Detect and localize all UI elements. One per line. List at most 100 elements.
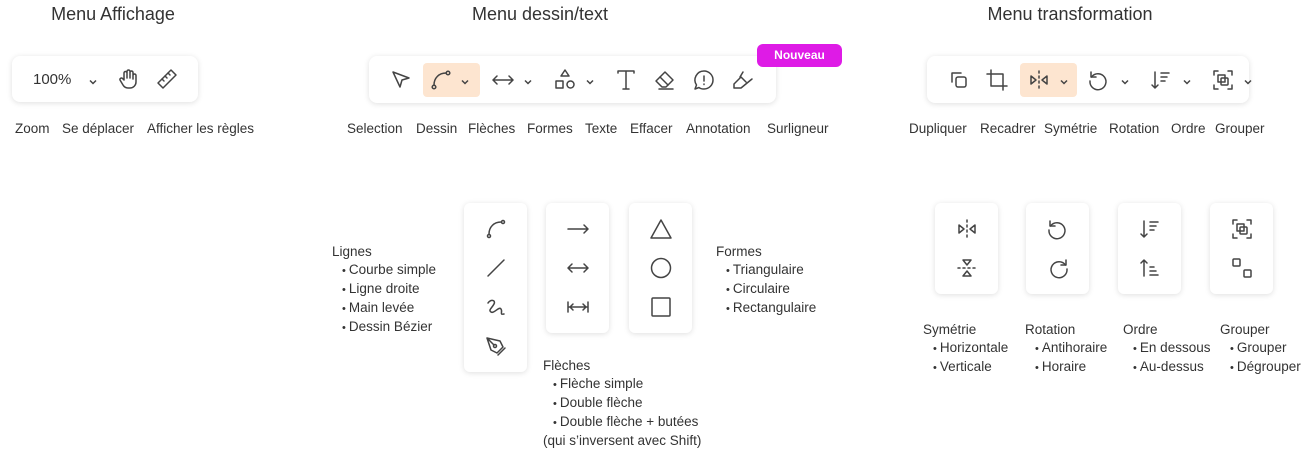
arrows-note: (qui s’inversent avec Shift) <box>543 433 702 448</box>
shapes-icon[interactable] <box>553 68 577 92</box>
shapes-list: Formes Triangulaire Circulaire Rectangul… <box>716 243 816 318</box>
list-item: Double flèche + butées <box>543 413 701 432</box>
symmetry-horizontal-icon[interactable] <box>955 217 979 241</box>
list-item: En dessous <box>1123 339 1211 358</box>
symmetry-vertical-icon[interactable] <box>955 256 979 280</box>
label-draw: Dessin <box>416 121 458 136</box>
ungroup-icon[interactable] <box>1230 256 1254 280</box>
list-item: Flèche simple <box>543 375 701 394</box>
list-item: Horizontale <box>923 339 1008 358</box>
draw-toolbar <box>369 56 776 103</box>
arrows-submenu <box>546 203 609 333</box>
label-annotation: Annotation <box>686 121 751 136</box>
straight-line-icon[interactable] <box>484 256 508 280</box>
label-zoom: Zoom <box>15 121 50 136</box>
curve-icon[interactable] <box>484 217 508 241</box>
double-arrow-icon[interactable] <box>566 256 590 280</box>
lines-submenu <box>464 203 527 372</box>
list-item: Horaire <box>1025 358 1107 377</box>
shapes-title: Formes <box>716 244 762 259</box>
group-icon[interactable] <box>1230 217 1254 241</box>
arrow-right-icon[interactable] <box>566 217 590 241</box>
list-item: Courbe simple <box>332 261 436 280</box>
eraser-icon[interactable] <box>653 68 677 92</box>
arrows-list: Flèches Flèche simple Double flèche Doub… <box>543 357 701 450</box>
chevron-down-icon[interactable] <box>1120 74 1130 85</box>
chevron-down-icon[interactable] <box>460 74 470 85</box>
chevron-down-icon[interactable] <box>1182 74 1192 85</box>
order-down-icon[interactable] <box>1149 68 1173 92</box>
text-icon[interactable] <box>614 68 638 92</box>
shapes-submenu <box>629 203 692 333</box>
list-item: Dessin Bézier <box>332 318 436 337</box>
symmetry-icon[interactable] <box>1027 68 1051 92</box>
label-crop: Recadrer <box>980 121 1036 136</box>
list-item: Antihoraire <box>1025 339 1107 358</box>
circle-icon[interactable] <box>649 256 673 280</box>
rotate-ccw-icon[interactable] <box>1087 68 1111 92</box>
pen-bezier-icon[interactable] <box>484 334 508 358</box>
list-item: Au-dessus <box>1123 358 1210 377</box>
chevron-down-icon[interactable] <box>523 74 533 85</box>
symmetry-title: Symétrie <box>923 322 977 337</box>
list-item: Circulaire <box>716 280 816 299</box>
label-rotation: Rotation <box>1109 121 1160 136</box>
curve-icon[interactable] <box>429 68 453 92</box>
cursor-icon[interactable] <box>389 68 413 92</box>
symmetry-list: Symétrie Horizontale Verticale <box>923 321 1008 377</box>
list-item: Main levée <box>332 299 436 318</box>
list-item: Ligne droite <box>332 280 436 299</box>
zoom-select[interactable]: 100% <box>33 71 72 88</box>
freehand-icon[interactable] <box>484 295 508 319</box>
chevron-down-icon[interactable] <box>88 74 98 85</box>
double-arrow-icon[interactable] <box>491 68 515 92</box>
rotation-title: Rotation <box>1025 322 1076 337</box>
list-item: Rectangulaire <box>716 299 816 318</box>
order-title: Ordre <box>1123 322 1158 337</box>
transform-toolbar <box>927 56 1252 103</box>
double-arrow-stops-icon[interactable] <box>566 295 590 319</box>
square-icon[interactable] <box>649 295 673 319</box>
symmetry-submenu <box>935 203 998 294</box>
order-list: Ordre En dessous Au-dessus <box>1123 321 1210 377</box>
crop-icon[interactable] <box>985 68 1009 92</box>
group-icon[interactable] <box>1211 68 1235 92</box>
rotation-list: Rotation Antihoraire Horaire <box>1025 321 1107 377</box>
label-selection: Selection <box>347 121 403 136</box>
label-arrows: Flèches <box>468 121 516 136</box>
label-erase: Effacer <box>630 121 673 136</box>
order-submenu <box>1118 203 1181 294</box>
lines-list: Lignes Courbe simple Ligne droite Main l… <box>332 243 436 337</box>
title-view-menu: Menu Affichage <box>51 4 175 24</box>
highlighter-icon[interactable] <box>731 68 755 92</box>
group-submenu <box>1210 203 1273 294</box>
annotation-icon[interactable] <box>692 68 716 92</box>
arrows-title: Flèches <box>543 358 591 373</box>
list-item: Dégrouper <box>1220 358 1301 377</box>
label-group: Grouper <box>1215 121 1265 136</box>
order-up-icon[interactable] <box>1138 256 1162 280</box>
view-toolbar: 100% <box>12 56 198 102</box>
duplicate-icon[interactable] <box>947 68 971 92</box>
ruler-icon[interactable] <box>155 67 179 91</box>
label-duplicate: Dupliquer <box>909 121 967 136</box>
list-item: Verticale <box>923 358 1008 377</box>
lines-title: Lignes <box>332 244 372 259</box>
group-title: Grouper <box>1220 322 1270 337</box>
list-item: Triangulaire <box>716 261 816 280</box>
new-badge: Nouveau <box>757 44 842 67</box>
order-down-icon[interactable] <box>1138 217 1162 241</box>
rotate-cw-icon[interactable] <box>1046 256 1070 280</box>
active-highlight <box>423 63 480 97</box>
triangle-icon[interactable] <box>649 217 673 241</box>
list-item: Double flèche <box>543 394 701 413</box>
rotate-ccw-icon[interactable] <box>1046 217 1070 241</box>
chevron-down-icon[interactable] <box>585 74 595 85</box>
title-transform-menu: Menu transformation <box>987 4 1153 24</box>
chevron-down-icon[interactable] <box>1059 74 1069 85</box>
hand-icon[interactable] <box>116 67 140 91</box>
chevron-down-icon[interactable] <box>1243 74 1253 85</box>
label-text: Texte <box>585 121 618 136</box>
list-item: Grouper <box>1220 339 1301 358</box>
label-symmetry: Symétrie <box>1044 121 1098 136</box>
